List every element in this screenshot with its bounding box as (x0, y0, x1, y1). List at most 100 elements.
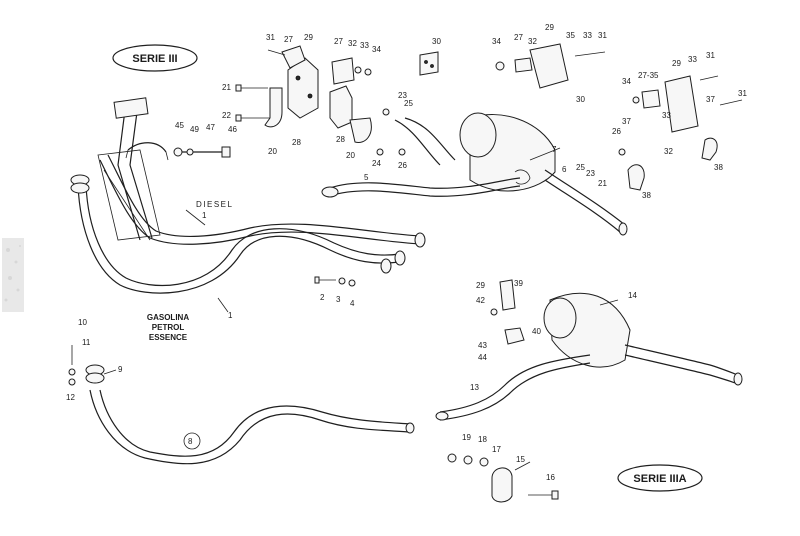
callout: 24 (372, 159, 381, 168)
callout: 23 (398, 91, 407, 100)
callout: 34 (622, 77, 631, 86)
callout: 31 (598, 31, 607, 40)
hanger-29-top (267, 45, 306, 69)
callout: 2 (320, 293, 325, 302)
callout: 44 (478, 353, 487, 362)
callout: 43 (478, 341, 487, 350)
callout: 33 (662, 111, 671, 120)
callout: 1 (202, 211, 207, 220)
callout: 15 (516, 455, 525, 464)
nut-26 (398, 148, 406, 156)
bracket-30-right (495, 43, 606, 89)
callout: 37 (622, 117, 631, 126)
callout: 27 (514, 33, 523, 42)
front-pipe-assembly (70, 97, 426, 294)
callout: 37 (706, 95, 715, 104)
hanger-28-right (329, 85, 353, 129)
callout: 29 (545, 23, 554, 32)
clip-27-32 (331, 57, 372, 85)
callout: 32 (528, 37, 537, 46)
callout: 9 (118, 365, 123, 374)
callout: 16 (546, 473, 555, 482)
downpipe-8 (68, 345, 415, 465)
callout: 45 (175, 121, 184, 130)
serie-iii-text: SERIE III (132, 53, 177, 65)
leader-lines (103, 147, 619, 471)
callout: 4 (350, 299, 355, 308)
callout: 33 (583, 31, 592, 40)
callout: 27-35 (638, 71, 659, 80)
nut-24 (376, 148, 384, 156)
callout: 17 (492, 445, 501, 454)
diesel-label: DIESEL (196, 200, 233, 209)
callout: 33 (360, 41, 369, 50)
callout: 29 (304, 33, 313, 42)
callout: 32 (664, 147, 673, 156)
callout: 8 (188, 437, 193, 446)
callout: 5 (364, 173, 369, 182)
nut-17 (479, 457, 489, 467)
bolt-2-group (314, 276, 356, 287)
bracket-29-39 (490, 279, 525, 345)
callout: 31 (266, 33, 275, 42)
callout: 47 (206, 123, 215, 132)
callout: 20 (268, 147, 277, 156)
callout: 21 (222, 83, 231, 92)
callout: 14 (628, 291, 637, 300)
serie-iii-badge: SERIE III (112, 44, 198, 72)
bolt-16 (528, 490, 559, 500)
callout: 1 (228, 311, 233, 320)
callout: 21 (598, 179, 607, 188)
callout: 27 (334, 37, 343, 46)
nut-23 (382, 108, 390, 116)
callout: 18 (478, 435, 487, 444)
clamp-38 (618, 137, 718, 191)
callout: 10 (78, 318, 87, 327)
silencer-serie-iiia (435, 292, 743, 421)
hanger-29-right (632, 75, 743, 133)
callout-numbers: 31 27 29 27 32 33 34 30 34 27 32 29 35 3… (66, 23, 747, 482)
callout: 23 (586, 169, 595, 178)
clamp-15 (491, 467, 513, 503)
callout: 25 (576, 163, 585, 172)
callout: 28 (336, 135, 345, 144)
callout: 33 (688, 55, 697, 64)
bracket-30-top (419, 51, 439, 76)
callout: 30 (432, 37, 441, 46)
fuel-label-gasolina: GASOLINA (147, 313, 189, 322)
callout: 32 (348, 39, 357, 48)
callout: 26 (398, 161, 407, 170)
callout: 12 (66, 393, 75, 402)
callout: 39 (514, 279, 523, 288)
serie-iiia-badge: SERIE IIIA (617, 464, 703, 492)
bolt-46-group (173, 146, 231, 158)
callout: 38 (642, 191, 651, 200)
callout: 7 (552, 145, 557, 154)
callout: 35 (566, 31, 575, 40)
callout: 40 (532, 327, 541, 336)
callout: 22 (222, 111, 231, 120)
callout: 20 (346, 151, 355, 160)
callout: 42 (476, 296, 485, 305)
callout: 31 (738, 89, 747, 98)
callout: 34 (492, 37, 501, 46)
bolt-21 (235, 84, 268, 92)
callout: 3 (336, 295, 341, 304)
scan-noise (2, 238, 24, 312)
fuel-label-essence: ESSENCE (149, 333, 188, 342)
serie-iiia-text: SERIE IIIA (633, 473, 686, 485)
callout: 28 (292, 138, 301, 147)
callout: 11 (82, 338, 91, 347)
callout: 46 (228, 125, 237, 134)
callout: 30 (576, 95, 585, 104)
bracket-20-left (264, 87, 283, 128)
hanger-28-left (287, 57, 319, 119)
clamp-45 (125, 142, 169, 161)
callout: 19 (462, 433, 471, 442)
callout: 27 (284, 35, 293, 44)
callout: 34 (372, 45, 381, 54)
callout: 31 (706, 51, 715, 60)
callout: 26 (612, 127, 621, 136)
